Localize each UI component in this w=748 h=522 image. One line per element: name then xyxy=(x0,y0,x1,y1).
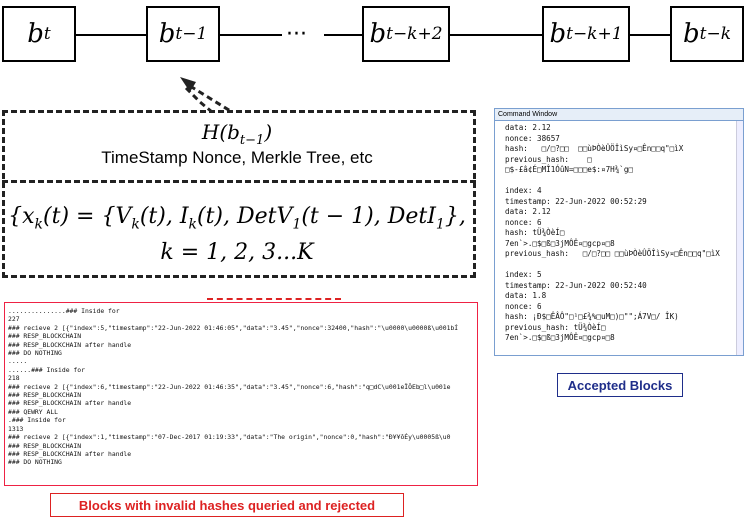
formula-part: {x xyxy=(8,204,35,229)
chain-link xyxy=(324,34,364,36)
block-subscript: t−k+1 xyxy=(566,24,623,44)
chain-link xyxy=(218,34,282,36)
command-window-title: Command Window xyxy=(495,109,743,121)
console-line: ### RESP_BLOCKCHAIN xyxy=(8,441,82,450)
chain-link xyxy=(76,34,148,36)
command-output-line: nonce: 38657 xyxy=(505,133,560,143)
formula-part: }, xyxy=(444,204,466,229)
command-output-line: nonce: 6 xyxy=(505,301,542,311)
block-label: b xyxy=(549,19,567,49)
block-subscript: t−k xyxy=(699,24,732,44)
header-fields: TimeStamp Nonce, Merkle Tree, etc xyxy=(101,148,373,167)
data-formula-line-1: {xk(t) = {Vk(t), Ik(t), DetV1(t − 1), De… xyxy=(0,204,474,232)
command-window-scrollbar[interactable] xyxy=(736,121,743,355)
rejected-blocks-caption: Blocks with invalid hashes queried and r… xyxy=(50,493,404,517)
data-formula-line-2: k = 1, 2, 3...K xyxy=(160,240,314,265)
block-subscript: t−k+2 xyxy=(386,24,443,44)
command-output-line: timestamp: 22-Jun-2022 00:52:29 xyxy=(505,196,647,206)
formula-part: (t), I xyxy=(139,204,189,229)
command-output-line: □$-£â¢É□MÎ1ÓûN=□□□e$:¤7H¾`g□ xyxy=(505,165,634,174)
formula-sub: k xyxy=(34,216,44,233)
command-output-line: previous_hash: tÜ¾ÒèÍ□ xyxy=(505,322,606,332)
command-output-line: hash: ¡Ð$□ÊÂÔ"□¹□£¾%□uM□)□"";Á7V□/ ÎK) xyxy=(505,312,679,321)
console-line: .### Inside for xyxy=(8,416,66,425)
formula-sub: k xyxy=(188,216,197,233)
command-output-line: hash: □/□?□□ □□ùÞÒèÛÖÎìSy¤□Ên□□q"□ìX xyxy=(505,144,684,153)
block-label: b xyxy=(158,19,176,49)
header-body-divider xyxy=(2,180,476,183)
console-line: ### DO NOTHING xyxy=(8,458,62,467)
command-output-line: index: 5 xyxy=(505,270,542,279)
command-output-line: 7en`>.□$□ß□3jMÔÊ¤□gcp¤□8 xyxy=(505,333,615,342)
console-line: ### recieve 2 [{"index":6,"timestamp":"2… xyxy=(8,382,451,391)
formula-part: (t) = {V xyxy=(43,204,132,229)
hash-subscript: t−1 xyxy=(239,133,265,148)
command-output-line: data: 1.8 xyxy=(505,291,547,300)
formula-part: (t), DetV xyxy=(197,204,293,229)
console-top-marker xyxy=(207,298,341,300)
command-output-line: nonce: 6 xyxy=(505,217,542,227)
command-output-line xyxy=(505,260,737,271)
console-line: ### RESP_BLOCKCHAIN xyxy=(8,332,82,341)
chain-ellipsis: ··· xyxy=(286,22,307,47)
command-output-line: previous_hash: □/□?□□ □□ùÞÒèÛÖÎìSy¤□Ên□□… xyxy=(505,249,720,258)
command-output-line: data: 2.12 xyxy=(505,207,551,216)
block-label: b xyxy=(369,19,387,49)
callout-dashed-line xyxy=(184,84,233,114)
console-line: ### DO NOTHING xyxy=(8,349,62,358)
formula-sub: 1 xyxy=(435,216,445,233)
command-output-line: hash: tÜ¾ÒèÍ□ xyxy=(505,228,565,237)
command-output-line xyxy=(505,176,737,187)
console-line: ### RESP_BLOCKCHAIN after handle xyxy=(8,399,132,408)
console-line: ### QEWRY ALL xyxy=(8,407,59,416)
command-output-line: timestamp: 22-Jun-2022 00:52:40 xyxy=(505,280,647,290)
console-line: ..... xyxy=(8,357,28,366)
formula-sub: 1 xyxy=(292,216,302,233)
command-output-line: index: 4 xyxy=(505,186,542,195)
block-structure-box xyxy=(2,110,476,278)
block-label: b xyxy=(682,19,700,49)
chain-link xyxy=(628,34,672,36)
console-line: ### RESP_BLOCKCHAIN after handle xyxy=(8,449,132,458)
console-line: ......### Inside for xyxy=(8,365,85,374)
console-line: ### RESP_BLOCKCHAIN after handle xyxy=(8,340,132,349)
console-line: 218 xyxy=(8,374,20,383)
console-line: 1313 xyxy=(8,424,24,433)
block-label: b xyxy=(27,19,44,49)
hash-suffix: ) xyxy=(264,120,273,144)
command-output-line: data: 2.12 xyxy=(505,123,551,132)
previous-hash-formula: H(bt−1) xyxy=(0,120,474,148)
accepted-blocks-caption: Accepted Blocks xyxy=(557,373,683,397)
block-subscript: t−1 xyxy=(175,24,208,44)
command-output-line: previous_hash: □ xyxy=(505,154,592,164)
console-line: ### recieve 2 [{"index":5,"timestamp":"2… xyxy=(8,323,459,332)
chain-link xyxy=(448,34,544,36)
console-line: ### RESP_BLOCKCHAIN xyxy=(8,391,82,400)
console-line: ...............### Inside for xyxy=(8,307,120,315)
formula-sub: k xyxy=(131,216,140,233)
console-line: ### recieve 2 [{"index":1,"timestamp":"0… xyxy=(8,433,451,442)
hash-prefix: H(b xyxy=(201,120,240,144)
command-output-line: 7en`>.□$□ß□3jMÔÊ¤□gcp¤□8 xyxy=(505,238,615,248)
formula-part: (t − 1), DetI xyxy=(301,204,436,229)
console-line: 227 xyxy=(8,315,20,324)
block-subscript: t xyxy=(43,24,51,44)
